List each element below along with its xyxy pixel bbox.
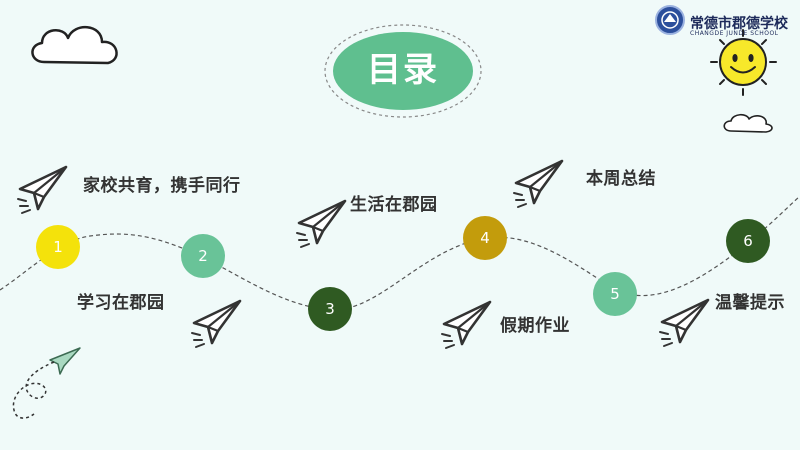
- step-number-2: 2: [198, 247, 208, 265]
- sun-face-icon: [710, 29, 777, 96]
- page-title: 目录: [367, 50, 439, 90]
- paper-plane-icon: [440, 300, 492, 350]
- paper-plane-icon: [16, 165, 68, 215]
- paper-plane-icon: [512, 159, 564, 209]
- title-oval: [333, 32, 473, 110]
- small-cloud-icon: [723, 113, 773, 133]
- paper-plane-icon: [658, 298, 710, 348]
- step-label-2[interactable]: 学习在郡园: [77, 293, 165, 313]
- step-label-5[interactable]: 假期作业: [500, 316, 570, 336]
- paper-plane-icon: [190, 299, 242, 349]
- step-label-4[interactable]: 本周总结: [586, 169, 656, 189]
- step-number-4: 4: [480, 229, 490, 247]
- step-circle-6: [726, 219, 770, 263]
- step-number-5: 5: [610, 285, 620, 303]
- step-circle-2: [181, 234, 225, 278]
- step-circle-3: [308, 287, 352, 331]
- school-name: 常德市郡德学校: [690, 16, 788, 32]
- step-circle-4: [463, 216, 507, 260]
- step-label-3[interactable]: 生活在郡园: [350, 195, 438, 215]
- school-seal-icon: [655, 5, 685, 35]
- step-number-6: 6: [743, 232, 753, 250]
- green-paper-plane-icon: [12, 347, 81, 419]
- step-circle-1: [36, 225, 80, 269]
- school-name-en: CHANGDE JUNDE SCHOOL: [690, 30, 779, 37]
- step-circle-5: [593, 272, 637, 316]
- step-number-1: 1: [53, 238, 63, 256]
- step-label-1[interactable]: 家校共育，携手同行: [83, 176, 241, 196]
- step-number-3: 3: [325, 300, 335, 318]
- step-label-6[interactable]: 温馨提示: [715, 293, 785, 313]
- cloud-icon: [31, 26, 118, 65]
- paper-plane-icon: [295, 199, 347, 249]
